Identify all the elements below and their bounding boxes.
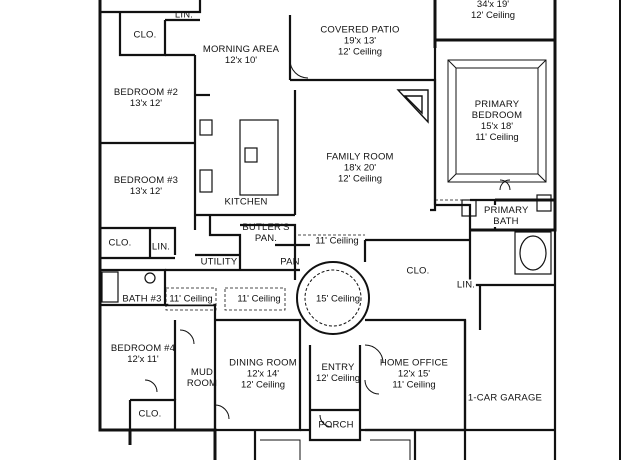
front-steps: [260, 439, 411, 460]
primary-bath-label: PRIMARY BATH: [483, 205, 529, 227]
room-name: LIN.: [456, 279, 476, 291]
rotunda-ceiling-label: 15' Ceiling: [316, 294, 360, 305]
room-ceiling: 11' Ceiling: [392, 379, 436, 391]
room-name: PORCH: [318, 419, 354, 431]
linen-top-label: LIN.: [175, 10, 193, 21]
garage-label: 1-CAR GARAGE: [468, 393, 542, 404]
bedroom-2-label: BEDROOM #2 13'x 12': [114, 87, 178, 109]
room-name: BEDROOM #2: [113, 87, 179, 98]
room-name: CLO.: [138, 408, 162, 420]
room-name: DINING ROOM: [229, 357, 297, 369]
room-name: UTILITY: [200, 256, 238, 268]
room-name: BEDROOM #4: [110, 343, 176, 354]
room-ceiling: 12' Ceiling: [337, 46, 383, 58]
room-name: MORNING AREA: [202, 44, 280, 55]
room-size: 13'x 12': [129, 186, 163, 197]
room-size: 12'x 11': [127, 354, 159, 365]
room-ceiling: 12' Ceiling: [470, 10, 516, 21]
room-name: PRIMARY BEDROOM: [471, 99, 523, 121]
interior-walls: [100, 0, 557, 460]
room-name: BUTLER'S PAN.: [242, 222, 290, 244]
butlers-pantry-label: BUTLER'S PAN.: [241, 222, 291, 244]
tray-ceiling: [447, 59, 547, 183]
room-name: HOME OFFICE: [379, 357, 449, 369]
home-office-label: HOME OFFICE 12'x 15' 11' Ceiling: [379, 358, 449, 391]
room-name: MUD ROOM: [186, 367, 218, 389]
room-name: KITCHEN: [224, 196, 268, 208]
room-size: 18'x 20': [343, 162, 377, 174]
linen-left-label: LIN.: [152, 242, 170, 253]
room-size: 15'x 18': [480, 121, 514, 132]
dining-room-label: DINING ROOM 12'x 14' 12' Ceiling: [228, 358, 298, 391]
room-size: 12'x 14': [246, 368, 280, 380]
room-name: 1-CAR GARAGE: [467, 392, 543, 404]
morning-area-label: MORNING AREA 12'x 10': [203, 44, 279, 66]
pantry-label: PAN: [280, 257, 299, 268]
linen-right-label: LIN.: [455, 279, 477, 291]
door-swings: [144, 59, 511, 428]
family-room-label: FAMILY ROOM 18'x 20' 12' Ceiling: [326, 152, 393, 185]
room-ceiling: 11' Ceiling: [237, 293, 281, 305]
top-right-room-label: 34'x 19' 12' Ceiling: [471, 0, 515, 21]
room-size: 12'x 15': [397, 368, 431, 380]
primary-bedroom-label: PRIMARY BEDROOM 15'x 18' 11' Ceiling: [461, 99, 533, 143]
room-name: PRIMARY BATH: [484, 205, 529, 227]
utility-label: UTILITY: [201, 257, 238, 268]
room-name: BATH #3: [122, 293, 162, 305]
covered-patio-label: COVERED PATIO 19'x 13' 12' Ceiling: [320, 25, 399, 58]
room-ceiling: 15' Ceiling: [315, 293, 361, 305]
room-size: 12'x 10': [224, 55, 258, 66]
entry-label: ENTRY 12' Ceiling: [316, 362, 360, 384]
room-name: FAMILY ROOM: [326, 151, 394, 163]
closet-right-label: CLO.: [407, 266, 430, 277]
room-ceiling: 11' Ceiling: [169, 293, 213, 305]
room-name: ENTRY: [321, 362, 355, 373]
fireplace: [396, 89, 429, 124]
kitchen-label: KITCHEN: [224, 197, 267, 208]
room-size: 13'x 12': [129, 98, 163, 109]
top-right-walls: [433, 0, 557, 40]
hall-ceiling-b-label: 11' Ceiling: [236, 293, 282, 305]
room-ceiling: 12' Ceiling: [240, 379, 286, 391]
room-name: PAN: [280, 256, 300, 268]
closet-bottom-label: CLO.: [139, 409, 162, 420]
porch-label: PORCH: [318, 420, 353, 431]
room-size: 19'x 13': [343, 35, 377, 47]
kitchen-island: [199, 119, 279, 196]
bedroom-4-label: BEDROOM #4 12'x 11': [111, 343, 175, 365]
room-ceiling: 11' Ceiling: [315, 235, 359, 247]
bath3-fixtures: [101, 271, 156, 303]
room-name: COVERED PATIO: [320, 24, 400, 36]
room-name: CLO.: [108, 237, 132, 249]
rotunda: [296, 261, 370, 335]
closet-left-label: CLO.: [109, 238, 132, 249]
ceiling-11-top-label: 11' Ceiling: [315, 236, 358, 247]
room-name: CLO.: [406, 265, 430, 277]
room-name: LIN.: [174, 9, 194, 21]
primary-bath-fixtures: [461, 194, 552, 275]
room-ceiling: 11' Ceiling: [475, 132, 519, 143]
ceiling-dashes: [165, 199, 470, 311]
room-name: BEDROOM #3: [113, 175, 179, 186]
bedroom-3-label: BEDROOM #3 13'x 12': [114, 175, 178, 197]
bath-3-label: BATH #3: [122, 294, 161, 305]
room-name: CLO.: [133, 29, 157, 41]
room-ceiling: 12' Ceiling: [337, 173, 383, 185]
room-ceiling: 12' Ceiling: [315, 373, 361, 384]
room-size: 34'x 19': [476, 0, 510, 10]
closet-top-label: CLO.: [134, 30, 157, 41]
mud-room-label: MUD ROOM: [186, 367, 218, 389]
room-name: LIN.: [151, 241, 171, 253]
hall-ceiling-a-label: 11' Ceiling: [168, 293, 214, 305]
